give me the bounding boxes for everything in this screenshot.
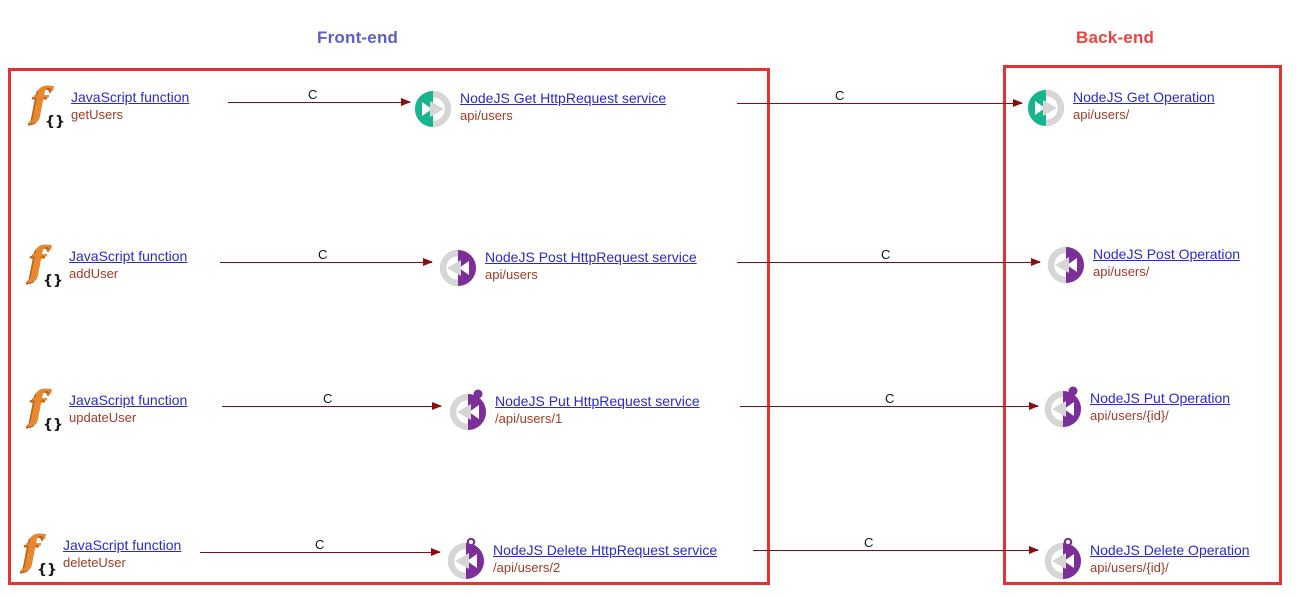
operation-node: NodeJS Delete Operation api/users/{id}/ — [1043, 537, 1250, 581]
nodejs-delete-operation-icon — [1043, 537, 1083, 581]
javascript-function-link[interactable]: JavaScript function — [71, 89, 190, 106]
call-arrow-label: C — [881, 247, 891, 262]
function-name-label: deleteUser — [63, 554, 126, 570]
nodejs-delete-service-link[interactable]: NodeJS Delete HttpRequest service — [493, 542, 718, 559]
operation-path-label: api/users/{id}/ — [1090, 559, 1169, 575]
frontend-title: Front-end — [317, 28, 399, 47]
nodejs-get-operation-link[interactable]: NodeJS Get Operation — [1073, 89, 1215, 106]
nodejs-get-service-link[interactable]: NodeJS Get HttpRequest service — [460, 90, 667, 107]
backend-boundary-box — [1003, 65, 1282, 585]
http-service-node: NodeJS Put HttpRequest service /api/user… — [448, 388, 700, 432]
call-arrow-label: C — [323, 391, 333, 406]
javascript-function-link[interactable]: JavaScript function — [69, 248, 188, 265]
javascript-function-link[interactable]: JavaScript function — [63, 537, 182, 554]
function-name-label: getUsers — [71, 106, 124, 122]
call-arrow-label: C — [308, 87, 318, 102]
svg-text:{}: {} — [45, 114, 64, 128]
operation-path-label: api/users/ — [1093, 263, 1150, 279]
nodejs-delete-service-icon — [446, 537, 486, 581]
arrowhead-icon — [432, 402, 442, 410]
service-path-label: /api/users/2 — [493, 559, 561, 575]
nodejs-put-operation-link[interactable]: NodeJS Put Operation — [1090, 390, 1231, 407]
call-arrow: C — [740, 391, 1039, 410]
http-service-node: NodeJS Post HttpRequest service api/user… — [438, 244, 697, 288]
arrowhead-icon — [1029, 402, 1039, 410]
call-arrow: C — [753, 535, 1039, 554]
frontend-boundary-box — [8, 68, 770, 585]
svg-text:{}: {} — [43, 273, 62, 287]
service-path-label: /api/users/1 — [495, 410, 563, 426]
function-name-label: addUser — [69, 265, 119, 281]
call-arrow: C — [737, 247, 1041, 266]
nodejs-get-service-icon — [413, 85, 453, 129]
arrowhead-icon — [431, 548, 441, 556]
nodejs-post-operation-link[interactable]: NodeJS Post Operation — [1093, 246, 1241, 263]
operation-path-label: api/users/{id}/ — [1090, 407, 1169, 423]
call-arrow-label: C — [835, 88, 845, 103]
call-arrow: C — [228, 87, 411, 106]
arrowhead-icon — [423, 258, 433, 266]
arrowhead-icon — [1031, 258, 1041, 266]
call-arrow: C — [200, 537, 441, 556]
call-arrow: C — [220, 247, 433, 266]
operation-node: NodeJS Put Operation api/users/{id}/ — [1043, 385, 1230, 429]
nodejs-put-service-icon — [448, 388, 488, 432]
service-path-label: api/users — [485, 266, 538, 282]
nodejs-get-operation-icon — [1026, 84, 1066, 128]
javascript-function-link[interactable]: JavaScript function — [69, 392, 188, 409]
call-arrow-label: C — [318, 247, 328, 262]
svg-text:{}: {} — [43, 417, 62, 431]
call-arrow-label: C — [315, 537, 325, 552]
nodejs-delete-operation-link[interactable]: NodeJS Delete Operation — [1090, 542, 1250, 559]
nodejs-put-operation-icon — [1043, 385, 1083, 429]
http-service-node: NodeJS Get HttpRequest service api/users — [413, 85, 666, 129]
nodejs-post-service-icon — [438, 244, 478, 288]
call-arrow-label: C — [885, 391, 895, 406]
http-service-node: NodeJS Delete HttpRequest service /api/u… — [446, 537, 717, 581]
operation-node: NodeJS Post Operation api/users/ — [1046, 241, 1240, 285]
arrowhead-icon — [401, 98, 411, 106]
service-path-label: api/users — [460, 107, 513, 123]
svg-text:{}: {} — [37, 562, 56, 576]
call-arrow: C — [222, 391, 442, 410]
function-name-label: updateUser — [69, 409, 137, 425]
nodejs-post-operation-icon — [1046, 241, 1086, 285]
call-arrow: C — [737, 88, 1023, 107]
call-arrow-label: C — [864, 535, 874, 550]
nodejs-post-service-link[interactable]: NodeJS Post HttpRequest service — [485, 249, 697, 266]
backend-title: Back-end — [1076, 28, 1155, 47]
operation-path-label: api/users/ — [1073, 106, 1130, 122]
arrowhead-icon — [1013, 99, 1023, 107]
arrowhead-icon — [1029, 546, 1039, 554]
nodejs-put-service-link[interactable]: NodeJS Put HttpRequest service — [495, 393, 700, 410]
operation-node: NodeJS Get Operation api/users/ — [1026, 84, 1215, 128]
